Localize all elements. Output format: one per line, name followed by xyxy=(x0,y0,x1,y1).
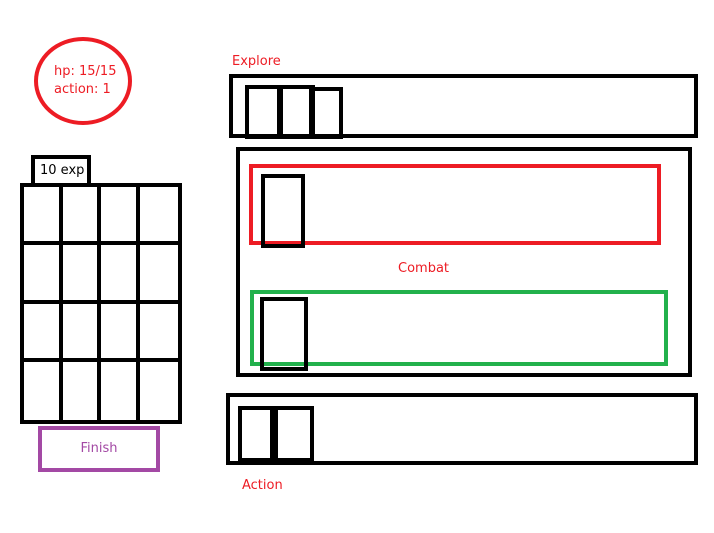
grid-cell[interactable] xyxy=(139,245,178,304)
action-label: Action xyxy=(242,478,283,493)
player-card[interactable] xyxy=(260,297,308,371)
action-card[interactable] xyxy=(270,406,314,462)
hp-text: hp: 15/15 xyxy=(54,64,117,79)
finish-button[interactable]: Finish xyxy=(38,426,160,472)
combat-panel: Combat xyxy=(236,147,692,377)
grid-cell[interactable] xyxy=(24,245,63,304)
grid-cell[interactable] xyxy=(139,187,178,246)
enemy-card[interactable] xyxy=(261,174,305,248)
grid-cell[interactable] xyxy=(24,303,63,362)
grid-cell[interactable] xyxy=(24,361,63,420)
action-count-text: action: 1 xyxy=(54,82,111,97)
explore-card[interactable] xyxy=(245,85,283,139)
grid-cell[interactable] xyxy=(62,303,101,362)
player-stats-circle: hp: 15/15 action: 1 xyxy=(34,37,132,125)
grid-cell[interactable] xyxy=(139,304,178,362)
explore-card[interactable] xyxy=(277,85,315,139)
combat-label: Combat xyxy=(398,261,450,276)
grid-cell[interactable] xyxy=(101,303,140,362)
grid-cell[interactable] xyxy=(101,245,140,304)
inventory-grid xyxy=(20,183,182,424)
action-card[interactable] xyxy=(238,406,278,462)
grid-cell[interactable] xyxy=(63,361,101,420)
enemy-row xyxy=(249,164,661,248)
player-row xyxy=(250,290,668,371)
grid-cell[interactable] xyxy=(101,187,140,246)
action-panel xyxy=(226,393,698,465)
grid-cell[interactable] xyxy=(62,245,101,304)
grid-cell[interactable] xyxy=(140,362,179,420)
explore-panel xyxy=(229,74,698,139)
explore-card[interactable] xyxy=(309,87,343,139)
grid-cell[interactable] xyxy=(24,187,63,246)
grid-cell[interactable] xyxy=(101,361,140,420)
grid-cell[interactable] xyxy=(62,187,101,246)
explore-label: Explore xyxy=(232,54,281,69)
